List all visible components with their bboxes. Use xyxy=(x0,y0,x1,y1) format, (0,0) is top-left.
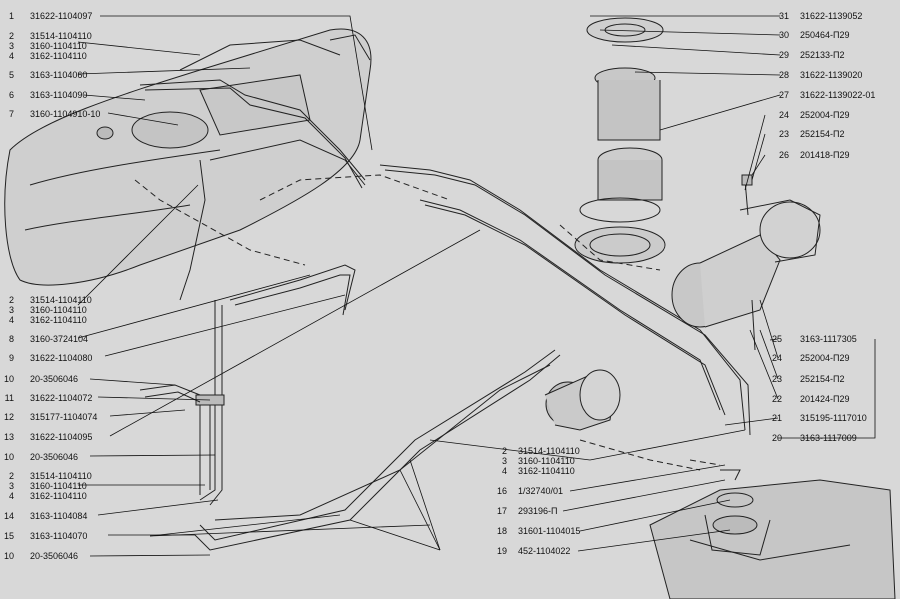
callout-number: 3 xyxy=(8,305,14,315)
callout-part: 31514-1104110 xyxy=(30,295,92,305)
callout-number: 7 xyxy=(8,109,14,119)
callout-number: 9 xyxy=(8,353,14,363)
callout-number: 8 xyxy=(8,334,14,344)
callout-part: 20-3506046 xyxy=(30,374,79,384)
callout-number: 24 xyxy=(771,353,782,363)
callout-number: 23 xyxy=(771,374,782,384)
callout-part: 3163-1117305 xyxy=(800,334,857,344)
callout-number: 11 xyxy=(4,393,14,403)
callout-part: 3163-1104060 xyxy=(30,70,88,80)
callout-number: 24 xyxy=(778,110,789,120)
callout-number: 1 xyxy=(8,11,14,21)
callout-part: 252154-П2 xyxy=(800,374,845,384)
callout-part: 250464-П29 xyxy=(800,30,850,40)
callout-part: 20-3506046 xyxy=(30,452,79,462)
fuel-tank xyxy=(4,28,372,286)
callout-number: 13 xyxy=(3,432,14,442)
callout-number: 2 xyxy=(8,31,14,41)
callout-part: 31622-1139052 xyxy=(800,11,863,21)
callout-part: 3163-1104084 xyxy=(30,511,88,521)
callout-part: 315195-1117010 xyxy=(800,413,867,423)
callout-number: 3 xyxy=(8,481,14,491)
callout-part: 3160-1104110 xyxy=(30,41,87,51)
callout-number: 31 xyxy=(778,11,789,21)
callout-part: 3162-1104110 xyxy=(518,466,575,476)
callout-number: 10 xyxy=(3,452,14,462)
callout-number: 27 xyxy=(778,90,789,100)
callout-number: 10 xyxy=(3,551,14,561)
callout-part: 452-1104022 xyxy=(518,546,571,556)
callout-number: 22 xyxy=(771,394,782,404)
callout-number: 20 xyxy=(771,433,782,443)
callout-part: 252154-П2 xyxy=(800,129,845,139)
callout-number: 15 xyxy=(3,531,14,541)
callout-part: 31622-1139020 xyxy=(800,70,863,80)
callout-part: 201418-П29 xyxy=(800,150,850,160)
callout-number: 4 xyxy=(8,51,14,61)
callout-part: 31622-1104097 xyxy=(30,11,93,21)
callout-part: 3163-1117009 xyxy=(800,433,857,443)
callout-part: 20-3506046 xyxy=(30,551,79,561)
callout-number: 19 xyxy=(496,546,507,556)
callout-number: 4 xyxy=(8,491,14,501)
callout-number: 29 xyxy=(778,50,789,60)
callout-number: 14 xyxy=(3,511,14,521)
callout-part: 31514-1104110 xyxy=(30,31,92,41)
callout-part: 252004-П29 xyxy=(800,110,850,120)
callout-part: 3162-1104110 xyxy=(30,491,87,501)
callout-number: 2 xyxy=(8,471,14,481)
callout-number: 16 xyxy=(496,486,507,496)
callout-number: 30 xyxy=(778,30,789,40)
callout-number: 6 xyxy=(8,90,14,100)
callout-part: 3160-3724104 xyxy=(30,334,89,344)
callout-part: 31514-1104110 xyxy=(518,446,580,456)
callout-part: 3160-1104110 xyxy=(30,305,87,315)
callout-part: 3163-1104090 xyxy=(30,90,88,100)
callout-part: 31622-1104080 xyxy=(30,353,93,363)
callout-number: 17 xyxy=(496,506,507,516)
callout-number: 2 xyxy=(8,295,14,305)
callout-number: 28 xyxy=(778,70,789,80)
callout-number: 10 xyxy=(3,374,14,384)
callout-part: 3163-1104070 xyxy=(30,531,88,541)
callout-number: 4 xyxy=(501,466,507,476)
callout-number: 12 xyxy=(3,412,14,422)
callout-number: 21 xyxy=(771,413,782,423)
callout-part: 3162-1104110 xyxy=(30,315,87,325)
callout-part: 3160-1104110 xyxy=(518,456,575,466)
callout-part: 31622-1139022-01 xyxy=(800,90,876,100)
callout-part: 3160-1104110 xyxy=(30,481,87,491)
callout-part: 315177-1104074 xyxy=(30,412,98,422)
callout-part: 252004-П29 xyxy=(800,353,850,363)
callout-number: 2 xyxy=(501,446,507,456)
callout-part: 31622-1104095 xyxy=(30,432,93,442)
callout-part: 31601-1104015 xyxy=(518,526,581,536)
callout-part: 293196-П xyxy=(518,506,558,516)
callout-number: 23 xyxy=(778,129,789,139)
callout-number: 3 xyxy=(8,41,14,51)
callout-part: 31622-1104072 xyxy=(30,393,93,403)
callout-part: 3162-1104110 xyxy=(30,51,87,61)
callout-part: 201424-П29 xyxy=(800,394,850,404)
callout-number: 26 xyxy=(778,150,789,160)
callout-part: 31514-1104110 xyxy=(30,471,92,481)
callout-number: 4 xyxy=(8,315,14,325)
callout-part: 252133-П2 xyxy=(800,50,845,60)
callout-number: 5 xyxy=(8,70,14,80)
callout-number: 25 xyxy=(771,334,782,344)
callout-number: 18 xyxy=(496,526,507,536)
callout-number: 3 xyxy=(501,456,507,466)
callout-part: 1/32740/01 xyxy=(518,486,564,496)
callout-part: 3160-1104910-10 xyxy=(30,109,101,119)
